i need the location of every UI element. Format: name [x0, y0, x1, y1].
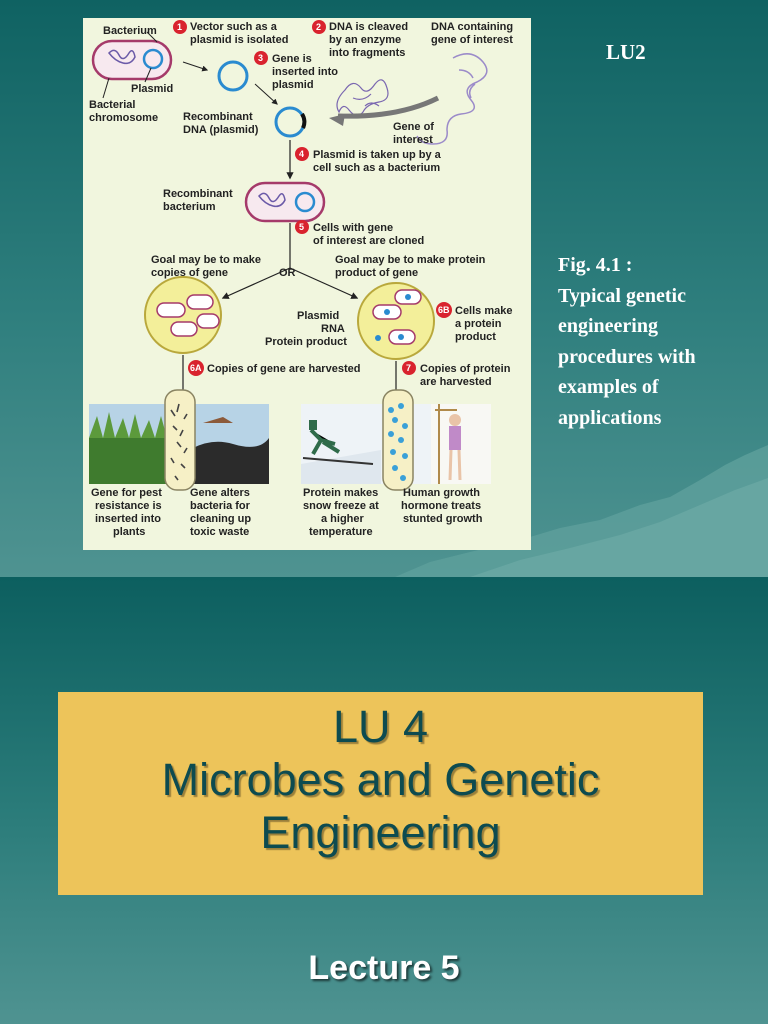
app-2-line-4: toxic waste: [190, 526, 249, 538]
mountain-decoration: [395, 445, 768, 577]
caption-line: examples of: [558, 376, 659, 398]
title-line-3: Engineering: [260, 807, 501, 858]
step-6a-label: Copies of gene are harvested: [207, 363, 360, 375]
svg-text:6A: 6A: [190, 363, 202, 373]
recombinant-bacterium-line-1: Recombinant: [163, 188, 233, 200]
step-1-badge: 1: [173, 20, 187, 34]
app-3-line-4: temperature: [309, 526, 373, 538]
step-6a-badge: 6A: [188, 360, 204, 376]
step-3-line-2: inserted into: [272, 66, 338, 78]
step-4-badge: 4: [295, 147, 309, 161]
recombinant-plasmid: [274, 106, 307, 138]
title-box: LU 4 Microbes and Genetic Engineering: [58, 692, 703, 895]
dna-gene-line-2: gene of interest: [431, 34, 513, 46]
app-1-line-1: Gene for pest: [91, 487, 162, 499]
goal-copies-line-1: Goal may be to make: [151, 254, 261, 266]
label-plasmid: Plasmid: [131, 83, 173, 95]
gene-of-interest-line-1: Gene of: [393, 121, 434, 133]
gene-of-interest-line-2: interest: [393, 134, 433, 146]
lecture-subtitle: Lecture 5: [308, 949, 460, 987]
app-2-line-1: Gene alters: [190, 487, 250, 499]
app-1-line-4: plants: [113, 526, 145, 538]
figure-caption: Fig. 4.1 : Typical genetic engineering p…: [558, 250, 758, 433]
goal-copies-line-2: copies of gene: [151, 267, 228, 279]
label-plasmid-2: Plasmid: [297, 310, 339, 322]
svg-text:6B: 6B: [438, 305, 450, 315]
lu2-tag: LU2: [606, 40, 646, 64]
step-6b-line-3: product: [455, 331, 496, 343]
goal-protein-line-2: product of gene: [335, 267, 418, 279]
goal-protein-line-1: Goal may be to make protein: [335, 254, 486, 266]
slide-title: LU 4 Microbes and Genetic Engineering Le…: [0, 577, 768, 1024]
recombinant-bacterium-cell: [244, 181, 326, 223]
step-5-badge: 5: [295, 220, 309, 234]
app-1-line-2: resistance is: [95, 500, 162, 512]
label-rna: RNA: [321, 323, 345, 335]
app-2-line-3: cleaning up: [190, 513, 251, 525]
dna-gene-line-1: DNA containing: [431, 21, 513, 33]
application-photos-left: [89, 389, 269, 491]
step-1-line-1: Vector such as a: [190, 21, 278, 33]
svg-text:7: 7: [406, 363, 411, 373]
svg-text:5: 5: [299, 222, 304, 232]
label-protein-product: Protein product: [265, 336, 347, 348]
app-3-line-1: Protein makes: [303, 487, 378, 499]
caption-line: engineering: [558, 315, 658, 337]
step-7-badge: 7: [402, 361, 416, 375]
app-1-line-3: inserted into: [95, 513, 161, 525]
step-6b-line-2: a protein: [455, 318, 502, 330]
app-4-line-2: hormone treats: [401, 500, 481, 512]
recombinant-bacterium-line-2: bacterium: [163, 201, 216, 213]
title-line-2: Microbes and Genetic: [161, 754, 600, 805]
title-line-1: LU 4: [332, 701, 429, 752]
svg-text:2: 2: [316, 22, 321, 32]
or-label: OR: [279, 267, 296, 279]
label-bacterial: Bacterial: [89, 99, 135, 111]
label-chromosome: chromosome: [89, 112, 158, 124]
step-6b-badge: 6B: [436, 302, 452, 318]
app-2-line-2: bacteria for: [190, 500, 251, 512]
bacterium-cell: [91, 39, 173, 81]
step-7-line-2: are harvested: [420, 376, 492, 388]
application-photos-right: [301, 389, 491, 491]
step-3-line-1: Gene is: [272, 53, 312, 65]
step-4-line-2: cell such as a bacterium: [313, 162, 440, 174]
dna-fragments: [336, 79, 389, 117]
step-2-line-3: into fragments: [329, 47, 405, 59]
app-3-line-2: snow freeze at: [303, 500, 379, 512]
recombinant-dna-line-1: Recombinant: [183, 111, 253, 123]
caption-line: procedures with: [558, 345, 696, 368]
svg-text:4: 4: [299, 149, 304, 159]
step-2-badge: 2: [312, 20, 326, 34]
app-3-line-3: a higher: [321, 513, 365, 525]
step-5-line-2: of interest are cloned: [313, 235, 424, 247]
slide-genetic-engineering-figure: Bacterium Plasmid Bacterial chromosome 1…: [0, 0, 768, 577]
label-bacterium: Bacterium: [103, 25, 157, 37]
svg-text:3: 3: [258, 53, 263, 63]
step-4-line-1: Plasmid is taken up by a: [313, 149, 442, 161]
isolated-plasmid: [217, 60, 249, 92]
step-7-line-1: Copies of protein: [420, 363, 511, 375]
app-4-line-1: Human growth: [403, 487, 480, 499]
step-2-line-2: by an enzyme: [329, 34, 401, 46]
step-2-line-1: DNA is cleaved: [329, 21, 408, 33]
protein-culture: [357, 282, 435, 360]
recombinant-dna-line-2: DNA (plasmid): [183, 124, 259, 136]
step-6b-line-1: Cells make: [455, 305, 512, 317]
step-1-line-2: plasmid is isolated: [190, 34, 288, 46]
genetic-engineering-diagram: Bacterium Plasmid Bacterial chromosome 1…: [83, 18, 531, 550]
caption-line: Typical genetic: [558, 284, 686, 307]
step-5-line-1: Cells with gene: [313, 222, 393, 234]
step-3-line-3: plasmid: [272, 79, 314, 91]
app-4-line-3: stunted growth: [403, 513, 483, 525]
dna-strand: [416, 53, 488, 145]
gene-copies-culture: [144, 276, 222, 354]
caption-line: Fig. 4.1 :: [558, 254, 633, 276]
caption-line: applications: [558, 406, 662, 429]
svg-text:1: 1: [177, 22, 182, 32]
step-3-badge: 3: [254, 51, 268, 65]
